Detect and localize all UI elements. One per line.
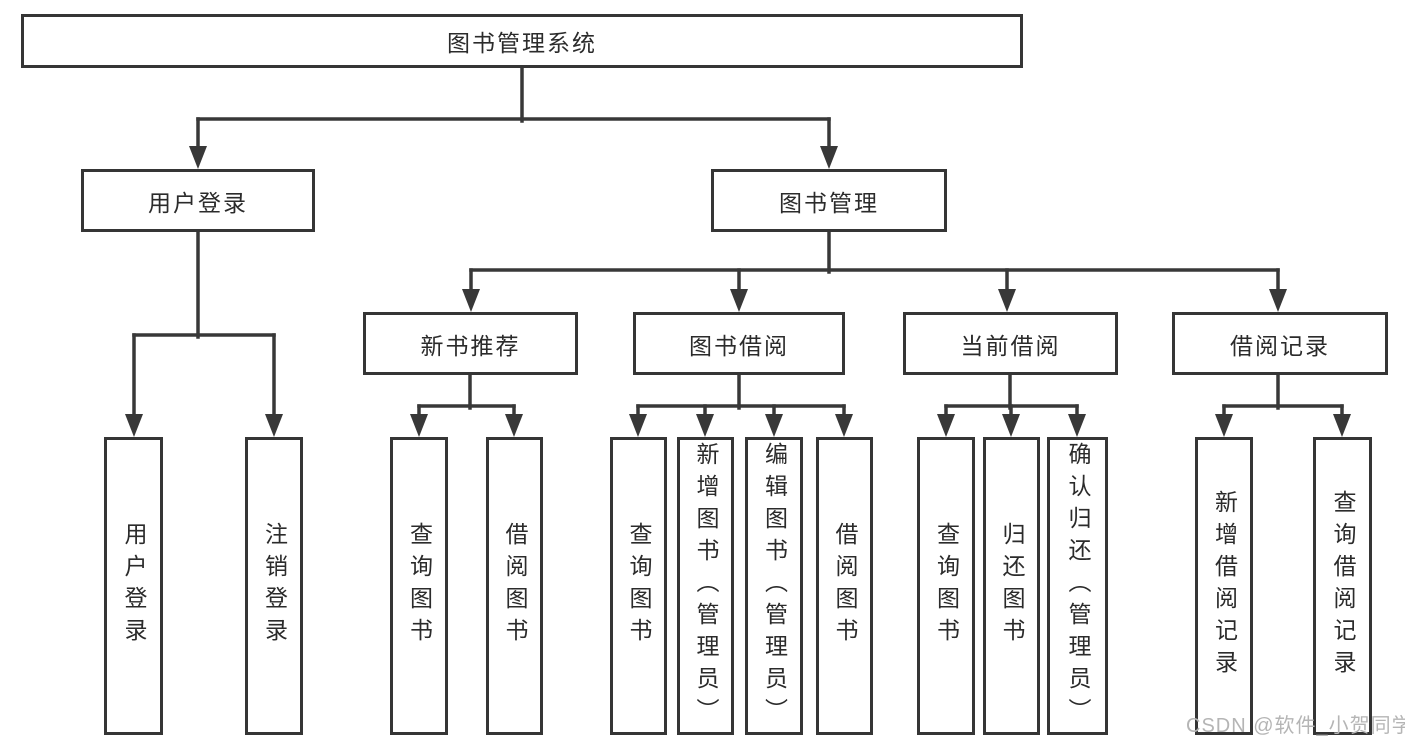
- leaf-confirm-return-admin: 确认归还（管理员）: [1047, 437, 1108, 735]
- leaf-logout: 注销登录: [245, 437, 303, 735]
- watermark: CSDN @软件_小贺同学: [1186, 715, 1405, 737]
- node-current-borrowing: 当前借阅: [903, 312, 1118, 375]
- leaf-add-borrow-record: 新增借阅记录: [1195, 437, 1253, 735]
- node-label: 查询借阅记录: [1330, 490, 1356, 682]
- node-label: 注销登录: [261, 522, 288, 650]
- leaf-query-books-borrow: 查询图书: [610, 437, 667, 735]
- node-label: 图书管理: [779, 189, 879, 216]
- node-borrowing-records: 借阅记录: [1172, 312, 1388, 375]
- leaf-user-login: 用户登录: [104, 437, 163, 735]
- node-book-management: 图书管理: [711, 169, 947, 232]
- node-label: 编辑图书（管理员）: [761, 442, 788, 730]
- node-label: 新增借阅记录: [1211, 490, 1238, 682]
- node-label: 查询图书: [933, 522, 960, 650]
- node-label: 图书管理系统: [447, 30, 597, 56]
- leaf-borrow-books: 借阅图书: [816, 437, 873, 735]
- node-label: 归还图书: [999, 522, 1025, 650]
- node-label: 查询图书: [626, 522, 652, 650]
- node-label: 借阅图书: [832, 522, 858, 650]
- node-label: 新增图书（管理员）: [693, 442, 719, 730]
- node-library-management-system: 图书管理系统: [21, 14, 1023, 68]
- node-user-login: 用户登录: [81, 169, 315, 232]
- leaf-edit-books-admin: 编辑图书（管理员）: [745, 437, 803, 735]
- leaf-query-books-current: 查询图书: [917, 437, 975, 735]
- leaf-borrow-books-recommend: 借阅图书: [486, 437, 543, 735]
- node-label: 用户登录: [121, 522, 147, 650]
- node-label: 图书借阅: [689, 332, 789, 359]
- node-label: 借阅记录: [1230, 332, 1330, 359]
- node-label: 借阅图书: [502, 522, 528, 650]
- node-label: 查询图书: [406, 522, 433, 650]
- leaf-query-books-recommend: 查询图书: [390, 437, 448, 735]
- node-label: 确认归还（管理员）: [1065, 442, 1091, 730]
- leaf-return-books: 归还图书: [983, 437, 1040, 735]
- node-label: 当前借阅: [960, 332, 1061, 359]
- node-book-borrowing: 图书借阅: [633, 312, 845, 375]
- node-new-book-recommendation: 新书推荐: [363, 312, 578, 375]
- node-label: 新书推荐: [420, 332, 521, 359]
- leaf-add-books-admin: 新增图书（管理员）: [677, 437, 734, 735]
- leaf-query-borrow-record: 查询借阅记录: [1313, 437, 1372, 735]
- node-label: 用户登录: [148, 189, 248, 216]
